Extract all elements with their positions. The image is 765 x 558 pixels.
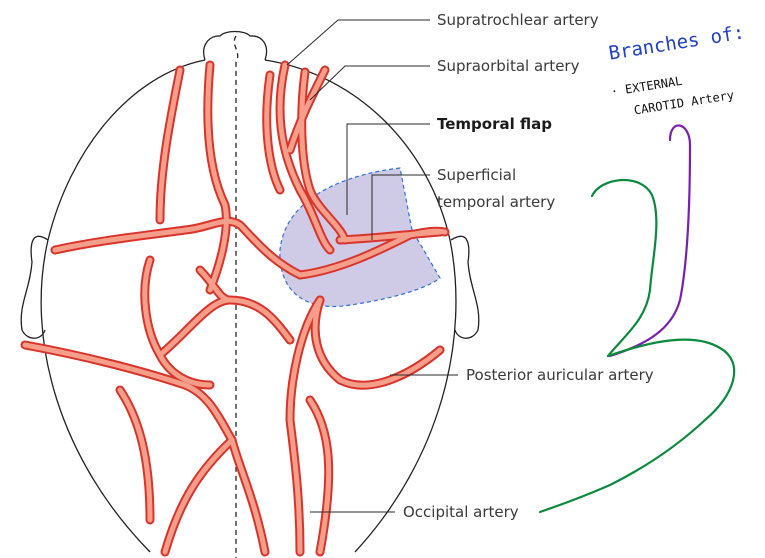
label-superficial-temporal-line2: temporal artery <box>437 193 555 211</box>
green-ink-stroke-upper <box>592 180 656 356</box>
midline-occipital-branch <box>232 440 265 552</box>
label-supraorbital-artery: Supraorbital artery <box>437 57 580 75</box>
label-superficial-temporal-line1: Superficial <box>437 166 516 184</box>
purple-ink-stroke <box>610 125 690 356</box>
note-line1: · EXTERNAL <box>610 74 684 99</box>
label-temporal-flap: Temporal flap <box>437 115 552 133</box>
label-occipital-artery: Occipital artery <box>403 503 519 521</box>
label-posterior-auricular-artery: Posterior auricular artery <box>466 366 654 384</box>
head-outline <box>21 32 479 558</box>
handwritten-note: Branches of: · EXTERNAL CAROTID Artery <box>603 21 755 120</box>
posterior-auricular-artery <box>315 300 440 385</box>
label-supratrochlear-artery: Supratrochlear artery <box>437 11 599 29</box>
left-ear-outline <box>21 236 48 338</box>
left-posterior-auricular-artery <box>25 345 232 440</box>
arteries-fill-layer <box>25 65 445 552</box>
left-superficial-temporal-artery <box>55 221 300 275</box>
leader-supratrochlear <box>287 20 430 65</box>
arteries-outline-layer <box>25 65 445 552</box>
note-heading: Branches of: <box>607 21 746 64</box>
